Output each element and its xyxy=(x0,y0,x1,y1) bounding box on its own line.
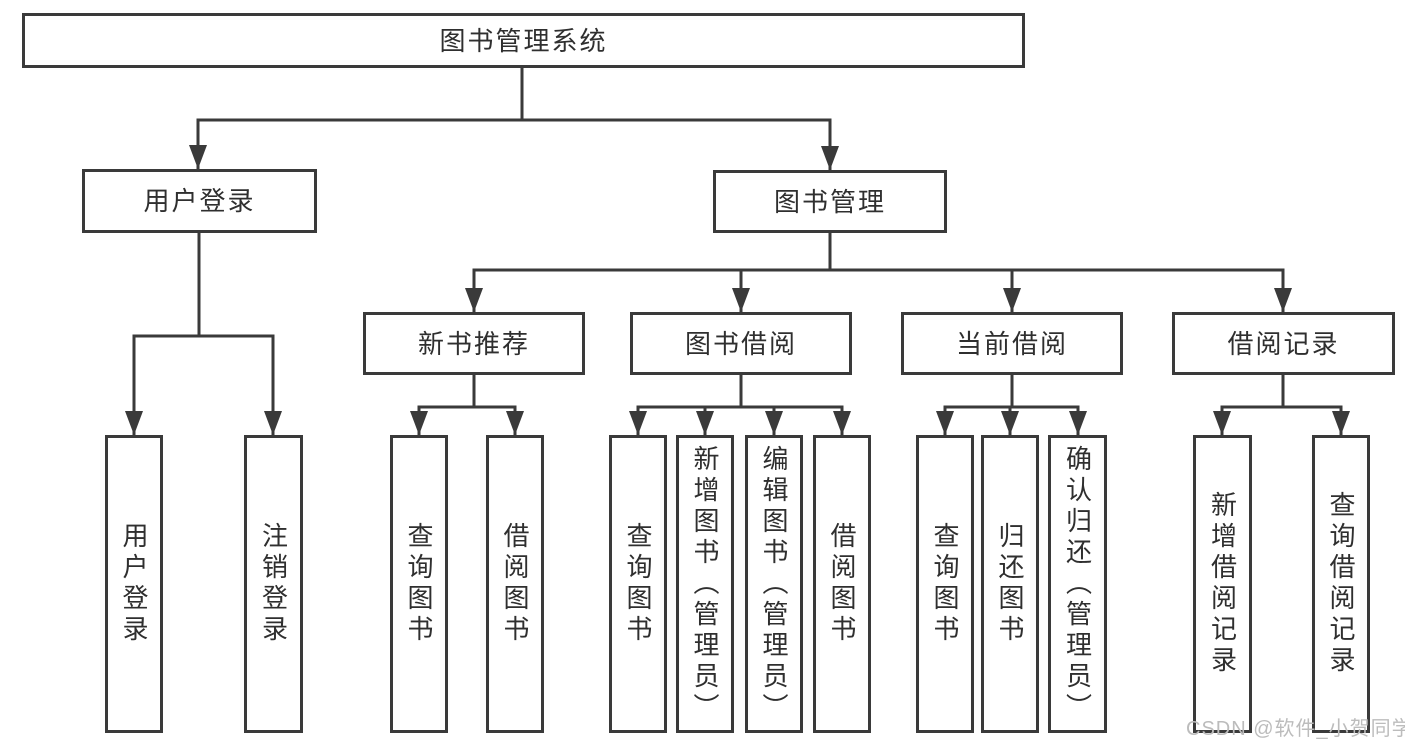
leaf-return-books: 归还图书 xyxy=(981,435,1039,733)
leaf-user-login: 用户登录 xyxy=(105,435,163,733)
leaf-query-books-current-label: 查询图书 xyxy=(930,522,960,646)
node-borrow-records-label: 借阅记录 xyxy=(1227,328,1340,359)
leaf-confirm-return-admin: 确认归还（管理员） xyxy=(1048,435,1107,733)
leaf-query-books-recommend-label: 查询图书 xyxy=(404,522,434,646)
node-book-management: 图书管理 xyxy=(713,170,947,233)
leaf-borrow-books-recommend: 借阅图书 xyxy=(486,435,544,733)
node-book-borrow-label: 图书借阅 xyxy=(684,328,797,359)
leaf-query-books-current: 查询图书 xyxy=(916,435,974,733)
leaf-logout-login: 注销登录 xyxy=(244,435,303,733)
leaf-query-books-recommend: 查询图书 xyxy=(390,435,448,733)
leaf-user-login-label: 用户登录 xyxy=(119,522,149,646)
leaf-edit-books-admin: 编辑图书（管理员） xyxy=(745,435,803,733)
leaf-add-borrow-record-label: 新增借阅记录 xyxy=(1207,491,1238,677)
csdn-watermark: CSDN @软件_小贺同学 xyxy=(1186,718,1405,740)
leaf-query-borrow-record-label: 查询借阅记录 xyxy=(1326,491,1356,677)
leaf-query-books-borrow-label: 查询图书 xyxy=(623,522,653,646)
leaf-add-borrow-record: 新增借阅记录 xyxy=(1193,435,1252,733)
leaf-return-books-label: 归还图书 xyxy=(995,522,1025,646)
leaf-borrow-books: 借阅图书 xyxy=(813,435,871,733)
node-book-management-label: 图书管理 xyxy=(773,186,886,217)
leaf-borrow-books-label: 借阅图书 xyxy=(827,522,857,646)
leaf-borrow-books-recommend-label: 借阅图书 xyxy=(500,522,530,646)
leaf-edit-books-admin-label: 编辑图书（管理员） xyxy=(759,444,789,724)
node-current-borrow: 当前借阅 xyxy=(901,312,1123,375)
node-user-login-label: 用户登录 xyxy=(143,186,256,216)
leaf-logout-login-label: 注销登录 xyxy=(258,522,289,646)
node-book-borrow: 图书借阅 xyxy=(630,312,852,375)
node-library-system: 图书管理系统 xyxy=(22,13,1025,68)
leaf-query-borrow-record: 查询借阅记录 xyxy=(1312,435,1370,733)
node-borrow-records: 借阅记录 xyxy=(1172,312,1395,375)
leaf-add-books-admin-label: 新增图书（管理员） xyxy=(690,444,720,724)
leaf-query-books-borrow: 查询图书 xyxy=(609,435,667,733)
node-library-system-label: 图书管理系统 xyxy=(439,25,608,56)
leaf-add-books-admin: 新增图书（管理员） xyxy=(676,435,734,733)
node-user-login: 用户登录 xyxy=(82,169,317,233)
node-current-borrow-label: 当前借阅 xyxy=(955,328,1068,359)
node-new-book-recommend: 新书推荐 xyxy=(363,312,585,375)
node-new-book-recommend-label: 新书推荐 xyxy=(417,328,530,359)
leaf-confirm-return-admin-label: 确认归还（管理员） xyxy=(1062,444,1093,724)
